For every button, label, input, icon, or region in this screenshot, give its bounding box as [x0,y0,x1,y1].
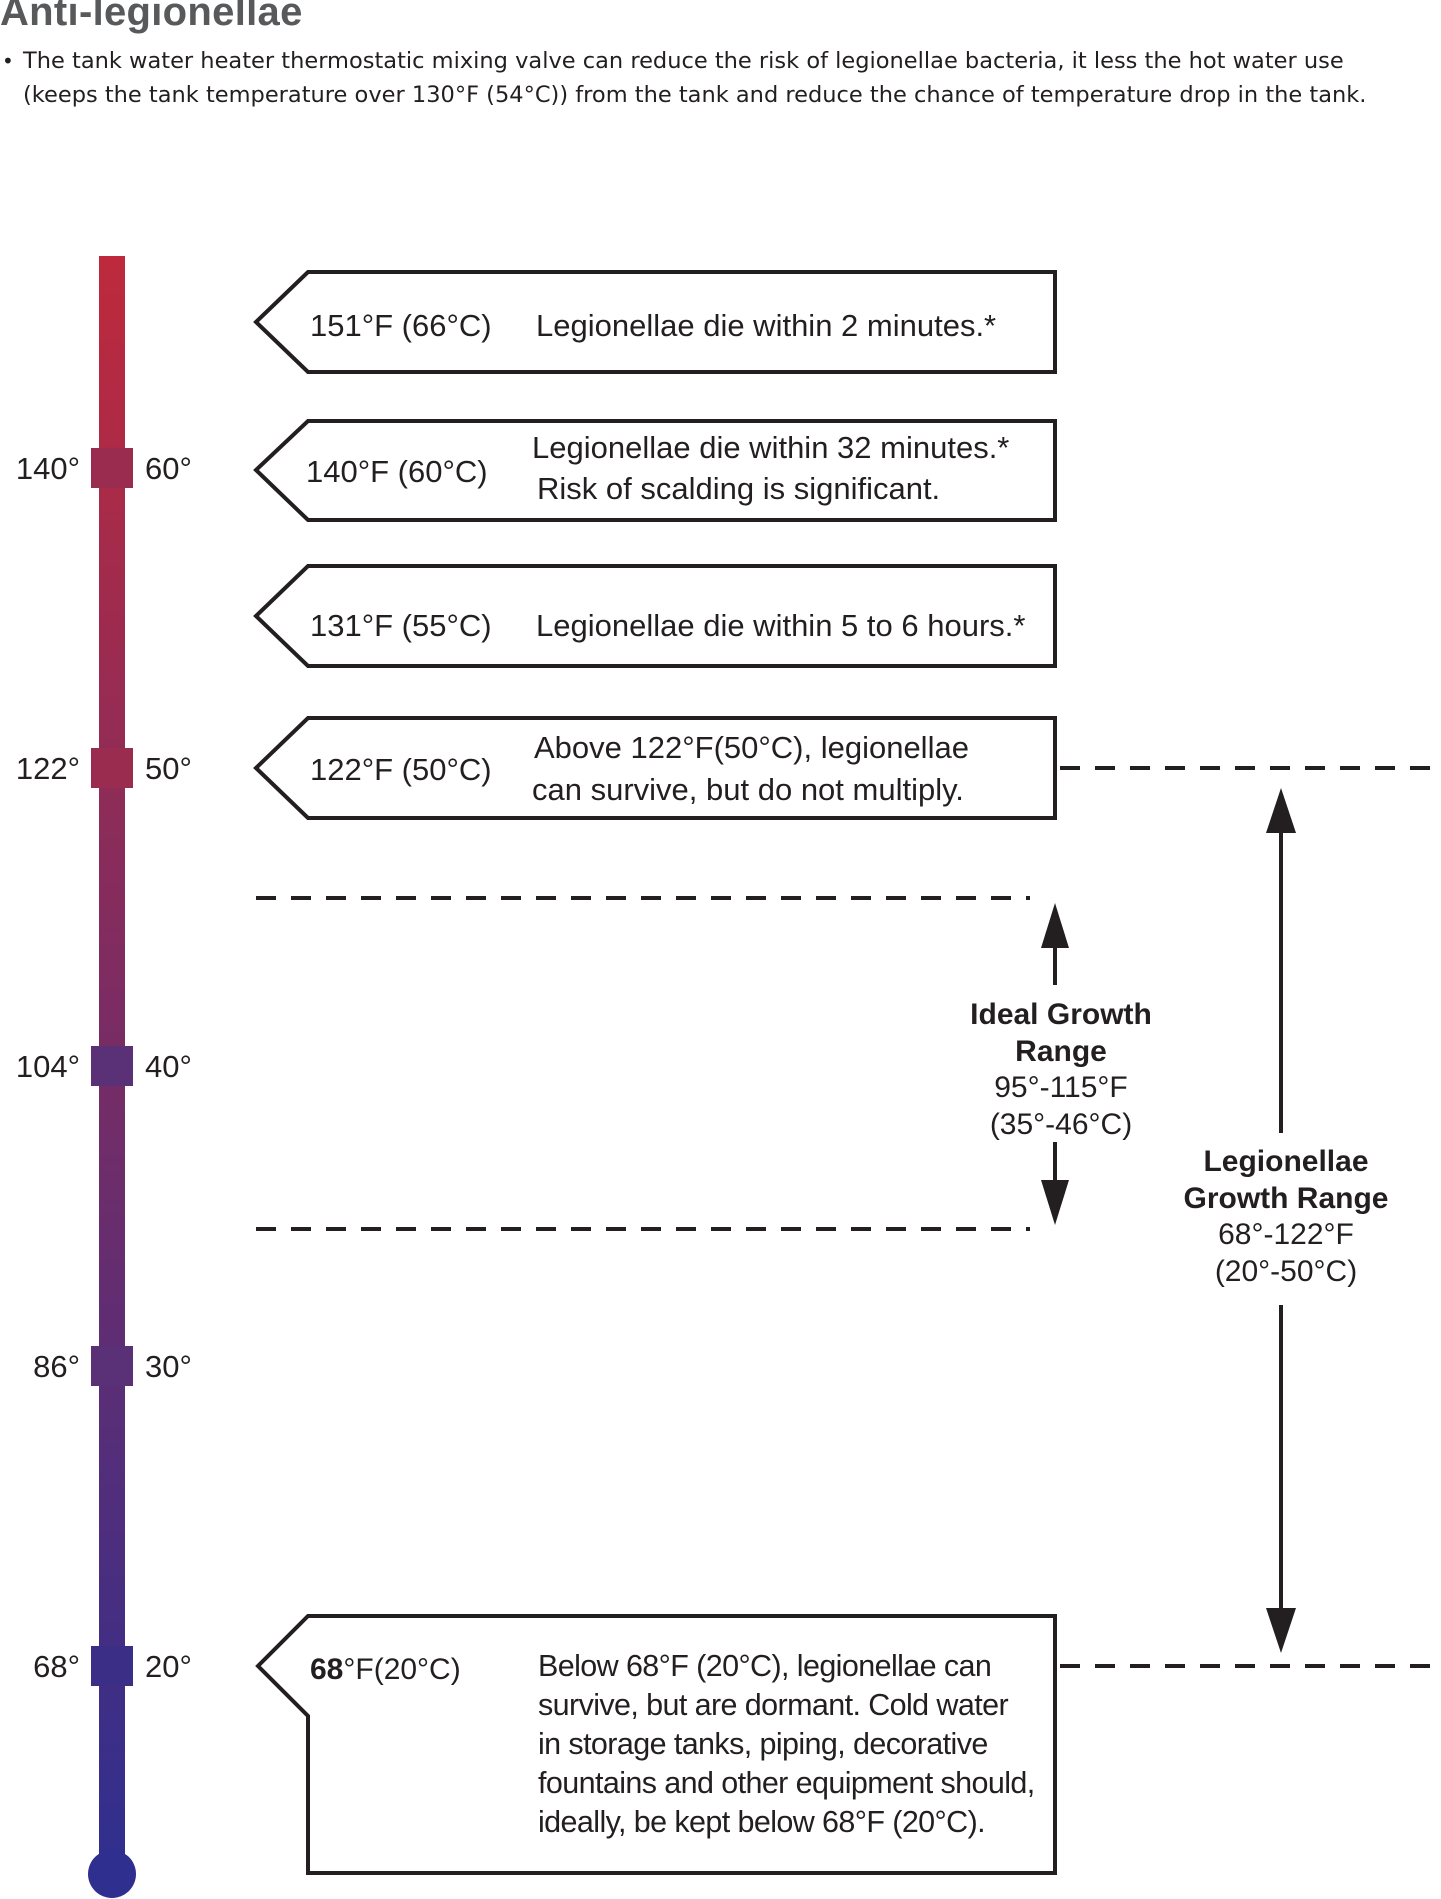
tick-label-celsius: 40° [145,1049,192,1084]
tick-label-celsius: 50° [145,751,192,786]
thermometer-tick [91,748,133,788]
callout-text: Above 122°F(50°C), legionellae [534,730,969,765]
callout-arrow-box [253,716,1057,820]
bottom-callout-line: Below 68°F (20°C), legionellae can [538,1649,992,1683]
tick-label-fahrenheit: 122° [16,751,80,786]
callout-temp: 122°F (50°C) [310,752,492,787]
ideal-range-title-1: Ideal Growth [970,998,1152,1031]
callout-151: 151°F (66°C) Legionellae die within 2 mi… [253,270,1057,374]
thermometer-tick [91,448,133,488]
tick-label-fahrenheit: 140° [16,451,80,486]
bottom-callout-line: in storage tanks, piping, decorative [538,1727,988,1761]
growth-range-f: 68°-122°F [1218,1218,1354,1251]
bottom-callout-line: ideally, be kept below 68°F (20°C). [538,1805,986,1839]
callout-68: 68°F(20°C) [255,1614,1057,1875]
thermometer-tick [91,1646,133,1686]
bottom-callout-text: Below 68°F (20°C), legionellae can survi… [538,1647,1035,1842]
callout-arrow-box [253,270,1057,374]
thermometer-tick [91,1046,133,1086]
growth-arrow-down-head [1266,1608,1296,1653]
growth-range: Legionellae Growth Range 68°-122°F (20°-… [1183,788,1389,1653]
callout-temp: 140°F (60°C) [306,454,488,489]
description-text: The tank water heater thermostatic mixin… [23,48,1367,108]
tick-label-celsius: 60° [145,451,192,486]
callout-temp: 131°F (55°C) [310,608,492,643]
ideal-arrow-down-head [1041,1180,1069,1225]
callout-text: Legionellae die within 5 to 6 hours.* [536,608,1025,643]
callout-arrow-box [253,419,1057,522]
tick-label-fahrenheit: 86° [33,1349,80,1384]
thermometer-tick [91,1346,133,1386]
callout-text: can survive, but do not multiply. [532,772,964,807]
growth-range-title-1: Legionellae [1203,1145,1368,1178]
bottom-callout-line: survive, but are dormant. Cold water [538,1688,1009,1722]
tick-label-celsius: 30° [145,1349,192,1384]
tick-label-fahrenheit: 68° [33,1649,80,1684]
callout-text: Risk of scalding is significant. [537,471,940,506]
callout-temp: 68°F(20°C) [310,1653,461,1686]
thermometer-bulb [88,1850,136,1898]
ideal-range-title-2: Range [1015,1035,1107,1068]
ideal-arrow-up-head [1041,903,1069,948]
ideal-growth-range: Ideal Growth Range 95°-115°F (35°-46°C) [970,903,1152,1225]
tick-label-celsius: 20° [145,1649,192,1684]
callout-140: 140°F (60°C) Legionellae die within 32 m… [253,419,1057,522]
growth-range-title-2: Growth Range [1183,1182,1388,1215]
ideal-range-c: (35°-46°C) [990,1108,1132,1141]
thermometer: 140° 60° 122° 50° 104° 40° 86° 30° 68° 20° [16,256,192,1898]
callout-text: Legionellae die within 2 minutes.* [536,308,996,343]
growth-range-c: (20°-50°C) [1215,1255,1357,1288]
callout-temp: 151°F (66°C) [310,308,492,343]
callout-text: Legionellae die within 32 minutes.* [532,430,1009,465]
callout-arrow-box [255,1614,1057,1875]
page-title: Anti-legionellae [0,0,303,34]
callout-arrow-box [253,564,1057,668]
callout-122: 122°F (50°C) Above 122°F(50°C), legionel… [253,716,1057,820]
bottom-callout-line: fountains and other equipment should, [538,1766,1035,1800]
tick-label-fahrenheit: 104° [16,1049,80,1084]
bullet-marker: • [2,49,14,73]
callout-131: 131°F (55°C) Legionellae die within 5 to… [253,564,1057,668]
ideal-range-f: 95°-115°F [994,1071,1128,1104]
growth-arrow-up-head [1266,788,1296,833]
